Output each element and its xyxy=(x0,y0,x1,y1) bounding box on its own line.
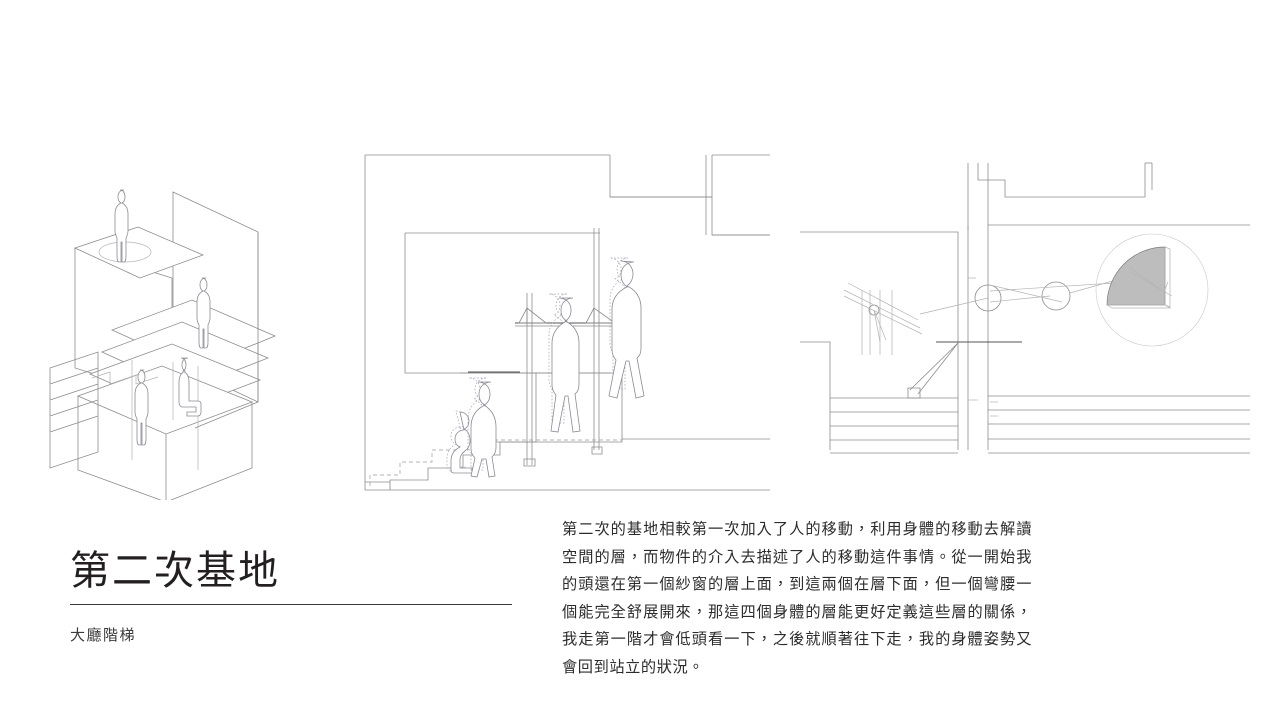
title-divider xyxy=(70,604,512,606)
caption-block: 第二次基地 大廳階梯 xyxy=(70,548,530,645)
axonometric-drawing xyxy=(40,170,330,500)
body-text-block: 第二次的基地相較第一次加入了人的移動，利用身體的移動去解讀空間的層，而物件的介入… xyxy=(562,516,1032,682)
drawings-row xyxy=(40,150,1250,505)
detail-drawing xyxy=(800,150,1250,470)
section-drawing xyxy=(360,150,770,505)
page-title: 第二次基地 xyxy=(70,549,280,593)
description-paragraph: 第二次的基地相較第一次加入了人的移動，利用身體的移動去解讀空間的層，而物件的介入… xyxy=(562,521,1032,676)
page-subtitle: 大廳階梯 xyxy=(70,627,137,645)
